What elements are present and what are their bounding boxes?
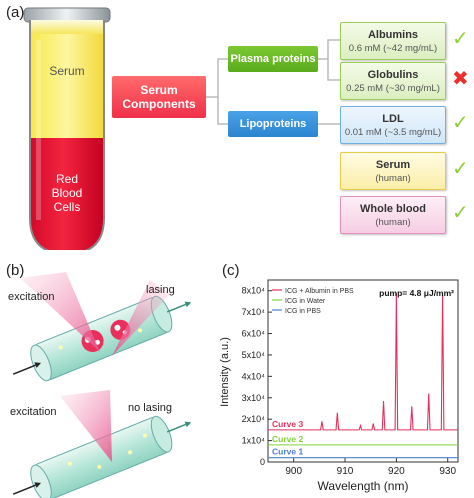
x-tick-label: 930	[439, 466, 456, 477]
box-subtitle: (human)	[375, 172, 411, 184]
check-icon: ✓	[452, 28, 469, 50]
box-title: Globulins	[367, 68, 419, 81]
box-subtitle: (human)	[375, 216, 411, 228]
serum-components-box: Serum Components	[112, 76, 206, 118]
connector-lines	[206, 39, 340, 125]
rbc-line: Red	[55, 172, 78, 186]
pump-annotation: pump= 4.8 μJ/mm²	[379, 288, 454, 298]
box-title: Whole blood	[360, 202, 426, 215]
lipoproteins-box: Lipoproteins	[228, 111, 318, 137]
y-tick-label: 1x10⁴	[242, 436, 266, 446]
rbc-line: Cells	[53, 200, 81, 214]
rbc-line: Blood	[51, 186, 83, 200]
box-subtitle: 0.6 mM (~42 mg/mL)	[348, 42, 438, 54]
x-tick-label: 900	[285, 466, 302, 477]
box-subtitle: 0.01 mM (~3.5 mg/mL)	[344, 126, 442, 138]
panel-b-label: (b)	[6, 262, 25, 279]
excitation-label-bottom: excitation	[10, 406, 57, 418]
check-icon: ✓	[452, 112, 469, 134]
y-tick-label: 3x10⁴	[242, 393, 266, 403]
y-tick-label: 5x10⁴	[242, 350, 266, 360]
rbc-label: Red Blood Cells	[30, 172, 104, 214]
no-lasing-label: no lasing	[128, 402, 173, 414]
plot-frame	[267, 279, 459, 463]
check-icon: ✓	[452, 202, 469, 224]
spectrum-chart: 0 1x10⁴ 2x10⁴ 3x10⁴ 4x10⁴ 5x10⁴ 6x10⁴ 7x10⁴ 8x10…	[219, 279, 459, 493]
curve-label: Curve 1	[272, 447, 303, 457]
albumins-box: Albumins 0.6 mM (~42 mg/mL)	[340, 22, 446, 60]
lasing-label: lasing	[146, 284, 175, 296]
curve-label: Curve 3	[272, 419, 303, 429]
y-tick-label: 0	[260, 457, 265, 467]
cross-icon: ✖	[452, 68, 469, 90]
box-title: LDL	[382, 112, 404, 125]
x-tick-label: 910	[337, 466, 354, 477]
panel-c-label: (c)	[222, 262, 240, 279]
panel-a-label: (a)	[6, 4, 25, 21]
curve-label: Curve 2	[272, 434, 303, 444]
panel-b-graphics	[12, 272, 192, 498]
legend-entry: ICG in Water	[285, 298, 326, 305]
test-tube-icon	[23, 7, 111, 250]
panel-a-graphics	[23, 7, 340, 250]
serum-components-line: Serum	[140, 83, 178, 97]
serum-human-box: Serum (human)	[340, 152, 446, 190]
y-tick-label: 4x10⁴	[242, 371, 266, 381]
no-lasing-cavity-icon	[12, 390, 192, 498]
legend-entry: ICG in PBS	[285, 308, 321, 315]
y-tick-label: 8x10⁴	[242, 286, 266, 296]
serum-components-line: Components	[122, 97, 196, 111]
x-axis-label: Wavelength (nm)	[318, 479, 409, 493]
y-axis-label: Intensity (a.u.)	[219, 337, 231, 407]
legend-entry: ICG + Albumin in PBS	[285, 288, 354, 295]
box-title: Albumins	[367, 28, 419, 41]
y-tick-label: 2x10⁴	[242, 414, 266, 424]
check-icon: ✓	[452, 158, 469, 180]
serum-layer-label: Serum	[49, 64, 85, 78]
lasing-cavity-icon	[12, 272, 192, 382]
y-tick-label: 7x10⁴	[242, 307, 266, 317]
box-title: Serum	[375, 158, 411, 171]
whole-blood-box: Whole blood (human)	[340, 196, 446, 234]
plasma-proteins-box: Plasma proteins	[228, 46, 318, 72]
ldl-box: LDL 0.01 mM (~3.5 mg/mL)	[340, 106, 446, 144]
y-tick-label: 6x10⁴	[242, 329, 266, 339]
globulins-box: Globulins 0.25 mM (~30 mg/mL)	[340, 62, 446, 100]
excitation-label-top: excitation	[8, 291, 55, 303]
box-subtitle: 0.25 mM (~30 mg/mL)	[346, 82, 440, 94]
x-tick-label: 920	[388, 466, 405, 477]
